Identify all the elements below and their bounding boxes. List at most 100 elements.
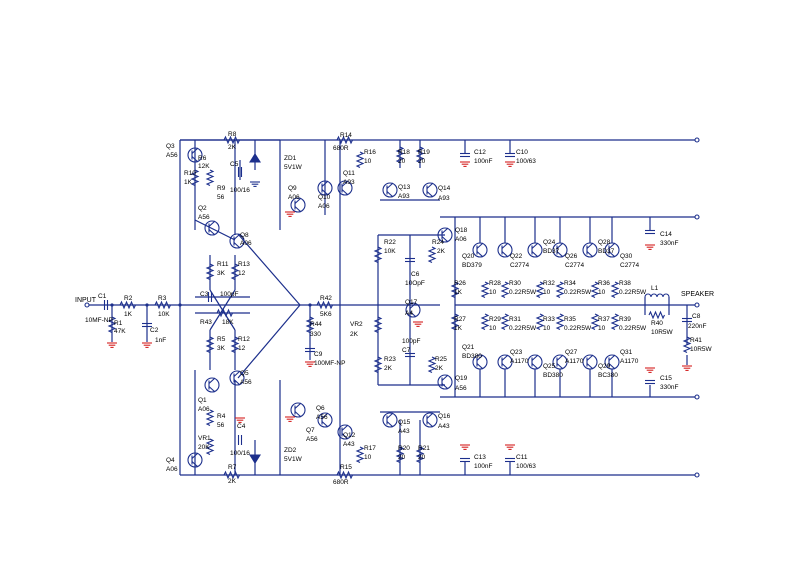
svg-text:Q8: Q8 — [240, 232, 249, 239]
svg-text:680R: 680R — [333, 145, 349, 152]
svg-text:100pF: 100pF — [402, 338, 420, 345]
svg-text:10: 10 — [364, 158, 372, 165]
svg-text:5V1W: 5V1W — [284, 456, 303, 463]
svg-text:R22: R22 — [384, 239, 396, 246]
svg-text:R6: R6 — [198, 155, 207, 162]
svg-text:R26: R26 — [454, 280, 466, 287]
input-label: INPUT — [75, 297, 97, 304]
svg-text:100pF: 100pF — [220, 291, 238, 298]
svg-text:R15: R15 — [340, 464, 352, 471]
svg-text:R14: R14 — [340, 132, 352, 139]
svg-text:0.22R5W: 0.22R5W — [619, 289, 647, 296]
svg-text:2K: 2K — [437, 248, 446, 255]
svg-text:20: 20 — [398, 454, 406, 461]
svg-text:Q13: Q13 — [398, 184, 411, 191]
svg-text:C14: C14 — [660, 231, 672, 238]
svg-text:R21: R21 — [418, 445, 430, 452]
svg-text:R31: R31 — [509, 316, 521, 323]
svg-text:10: 10 — [489, 325, 497, 332]
svg-text:Q4: Q4 — [166, 457, 175, 464]
svg-text:Q30: Q30 — [620, 253, 633, 260]
svg-text:Q19: Q19 — [455, 375, 468, 382]
svg-text:Q23: Q23 — [510, 349, 523, 356]
svg-text:R34: R34 — [564, 280, 576, 287]
svg-text:10: 10 — [543, 325, 551, 332]
component-labels: INPUT SPEAKER C1 10MF-NP R1 47K R2 1K C2… — [75, 131, 714, 486]
svg-text:Q2: Q2 — [198, 205, 207, 212]
svg-text:A06: A06 — [240, 240, 252, 247]
svg-text:Q29: Q29 — [598, 363, 611, 370]
svg-text:0.22R5W: 0.22R5W — [509, 325, 537, 332]
svg-text:A43: A43 — [343, 441, 355, 448]
svg-text:1nF: 1nF — [155, 337, 166, 344]
svg-text:R3: R3 — [158, 295, 167, 302]
svg-text:C6: C6 — [411, 271, 420, 278]
svg-text:A56: A56 — [240, 379, 252, 386]
svg-text:3K: 3K — [217, 270, 226, 277]
input-network — [84, 291, 300, 348]
positive-rail-lower — [440, 214, 700, 220]
svg-text:R30: R30 — [509, 280, 521, 287]
svg-text:5K6: 5K6 — [320, 311, 332, 318]
svg-text:Q5: Q5 — [240, 370, 249, 377]
svg-text:BD380: BD380 — [462, 353, 482, 360]
svg-text:1K: 1K — [454, 289, 463, 296]
svg-text:R24: R24 — [432, 239, 444, 246]
svg-text:R32: R32 — [543, 280, 555, 287]
svg-text:R40: R40 — [651, 320, 663, 327]
svg-text:A06: A06 — [455, 236, 467, 243]
svg-text:10: 10 — [364, 454, 372, 461]
svg-text:2K: 2K — [384, 365, 393, 372]
svg-text:A06: A06 — [288, 194, 300, 201]
svg-text:100/16: 100/16 — [230, 187, 250, 194]
svg-text:2K: 2K — [350, 331, 359, 338]
svg-text:A93: A93 — [438, 195, 450, 202]
svg-text:R11: R11 — [217, 261, 229, 268]
svg-text:R10: R10 — [184, 170, 196, 177]
svg-text:A43: A43 — [438, 423, 450, 430]
svg-text:A56: A56 — [306, 436, 318, 443]
svg-text:100/16: 100/16 — [230, 450, 250, 457]
svg-text:Q26: Q26 — [565, 253, 578, 260]
svg-text:R38: R38 — [619, 280, 631, 287]
svg-text:C2774: C2774 — [620, 262, 640, 269]
svg-text:C1: C1 — [98, 293, 107, 300]
svg-text:Q7: Q7 — [306, 427, 315, 434]
current-mirrors — [380, 140, 516, 475]
svg-text:12K: 12K — [198, 163, 210, 170]
svg-text:A1170: A1170 — [510, 358, 529, 365]
svg-text:A56: A56 — [455, 385, 467, 392]
svg-text:R27: R27 — [454, 316, 466, 323]
svg-text:R1: R1 — [114, 320, 123, 327]
svg-text:A43: A43 — [398, 428, 410, 435]
svg-text:20: 20 — [418, 454, 426, 461]
svg-text:3K: 3K — [217, 345, 226, 352]
svg-text:R13: R13 — [238, 261, 250, 268]
svg-text:12: 12 — [238, 270, 246, 277]
svg-text:R35: R35 — [564, 316, 576, 323]
svg-text:R29: R29 — [489, 316, 501, 323]
svg-text:A93: A93 — [343, 179, 355, 186]
svg-text:C8: C8 — [692, 313, 701, 320]
svg-text:Q10: Q10 — [318, 194, 331, 201]
svg-text:Q28: Q28 — [598, 239, 611, 246]
svg-text:R18: R18 — [398, 149, 410, 156]
svg-text:R8: R8 — [228, 131, 237, 138]
svg-text:Q31: Q31 — [620, 349, 633, 356]
svg-text:C2: C2 — [150, 327, 159, 334]
driver-stage — [284, 136, 440, 479]
svg-text:R39: R39 — [619, 316, 631, 323]
svg-text:2K: 2K — [435, 365, 444, 372]
svg-text:R23: R23 — [384, 356, 396, 363]
svg-text:Q11: Q11 — [343, 170, 355, 177]
svg-text:BD37: BD37 — [543, 248, 560, 255]
svg-text:R16: R16 — [364, 149, 376, 156]
svg-text:C4: C4 — [237, 423, 246, 430]
svg-text:C5: C5 — [230, 161, 239, 168]
svg-text:220nF: 220nF — [688, 323, 706, 330]
svg-text:5V1W: 5V1W — [284, 164, 303, 171]
svg-text:330nF: 330nF — [660, 240, 678, 247]
svg-text:R20: R20 — [398, 445, 410, 452]
svg-text:56: 56 — [217, 194, 225, 201]
svg-text:C15: C15 — [660, 375, 672, 382]
